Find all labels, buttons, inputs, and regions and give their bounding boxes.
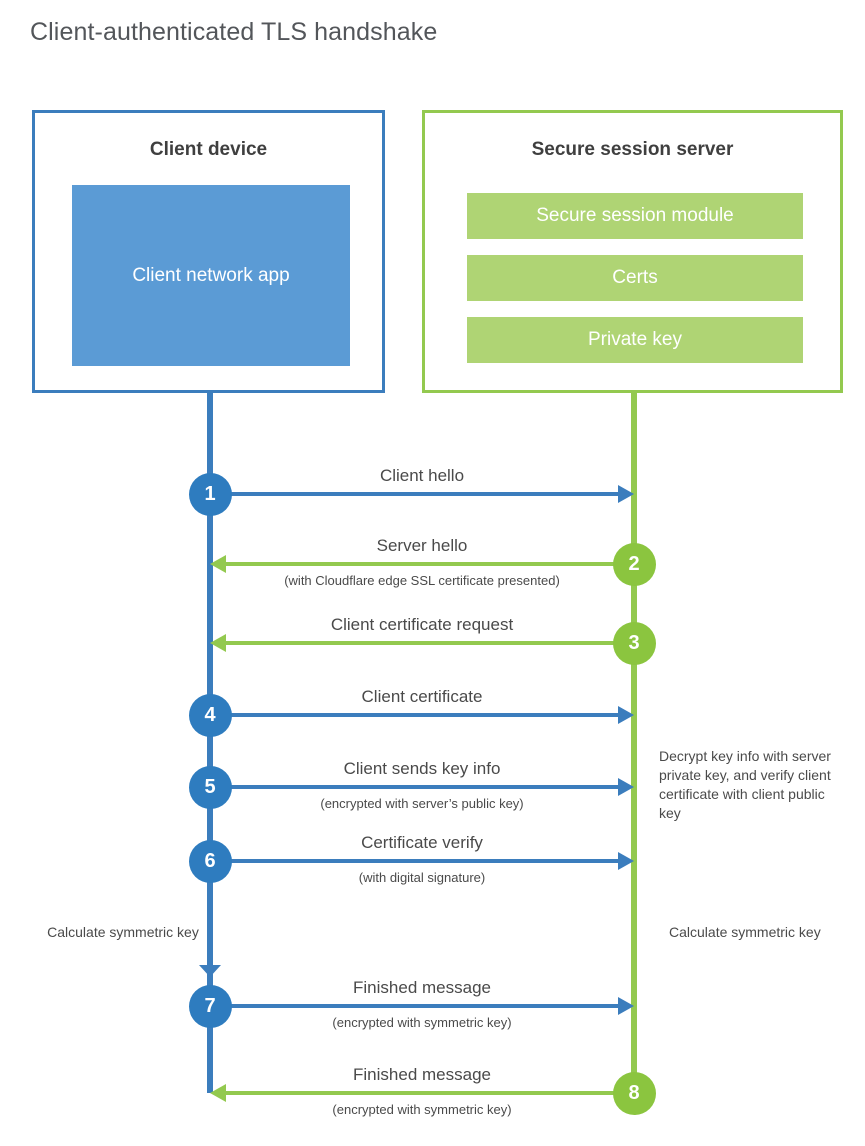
message-arrow-line-2 (224, 562, 634, 566)
message-arrow-line-8 (224, 1091, 634, 1095)
client-lifeline-arrowhead-icon (199, 965, 221, 977)
step-badge-6[interactable]: 6 (188, 839, 232, 883)
server-component-certs: Certs (467, 255, 803, 301)
client-device-box: Client device Client network app (32, 110, 385, 393)
server-component-secure-session-module: Secure session module (467, 193, 803, 239)
client-lifeline (207, 393, 213, 1093)
secure-session-server-box: Secure session server Secure session mod… (422, 110, 843, 393)
message-arrow-line-4 (210, 713, 620, 717)
step-badge-1[interactable]: 1 (188, 472, 232, 516)
message-label-2: Server hello (376, 536, 468, 555)
message-arrow-line-3 (224, 641, 634, 645)
step-badge-7[interactable]: 7 (188, 984, 232, 1028)
client-network-app-block: Client network app (72, 185, 350, 366)
message-label-6: Certificate verify (361, 833, 483, 852)
message-arrowhead-icon-7 (618, 997, 634, 1015)
secure-session-server-title: Secure session server (531, 139, 734, 160)
server-component-private-key: Private key (467, 317, 803, 363)
message-arrow-line-6 (210, 859, 620, 863)
step-badge-2[interactable]: 2 (612, 542, 656, 586)
message-arrow-line-5 (210, 785, 620, 789)
message-arrowhead-icon-6 (618, 852, 634, 870)
message-arrowhead-icon-2 (210, 555, 226, 573)
step-badge-4[interactable]: 4 (188, 693, 232, 737)
message-sublabel-2: (with Cloudflare edge SSL certificate pr… (284, 573, 560, 588)
page-title: Client-authenticated TLS handshake (30, 18, 438, 46)
note-calculate-symmetric-key-client: Calculate symmetric key (47, 924, 199, 940)
message-arrowhead-icon-5 (618, 778, 634, 796)
message-arrowhead-icon-4 (618, 706, 634, 724)
step-badge-5[interactable]: 5 (188, 765, 232, 809)
message-label-5: Client sends key info (343, 759, 501, 778)
message-sublabel-8: (encrypted with symmetric key) (332, 1102, 512, 1117)
client-device-title: Client device (149, 139, 268, 160)
note-calculate-symmetric-key-server: Calculate symmetric key (669, 924, 821, 940)
step-badge-3[interactable]: 3 (612, 621, 656, 665)
message-arrowhead-icon-1 (618, 485, 634, 503)
message-arrowhead-icon-3 (210, 634, 226, 652)
message-sublabel-7: (encrypted with symmetric key) (332, 1015, 512, 1030)
message-label-4: Client certificate (361, 687, 483, 706)
message-sublabel-5: (encrypted with server’s public key) (320, 796, 524, 811)
message-label-1: Client hello (379, 466, 465, 485)
message-label-3: Client certificate request (330, 615, 514, 634)
message-sublabel-6: (with digital signature) (358, 870, 486, 885)
note-decrypt-key-info: Decrypt key info with server private key… (659, 748, 831, 821)
message-label-8: Finished message (353, 1065, 491, 1084)
message-label-7: Finished message (353, 978, 491, 997)
step-badge-8[interactable]: 8 (612, 1071, 656, 1115)
message-arrow-line-1 (210, 492, 620, 496)
message-arrowhead-icon-8 (210, 1084, 226, 1102)
server-lifeline (631, 393, 637, 1093)
message-arrow-line-7 (210, 1004, 620, 1008)
